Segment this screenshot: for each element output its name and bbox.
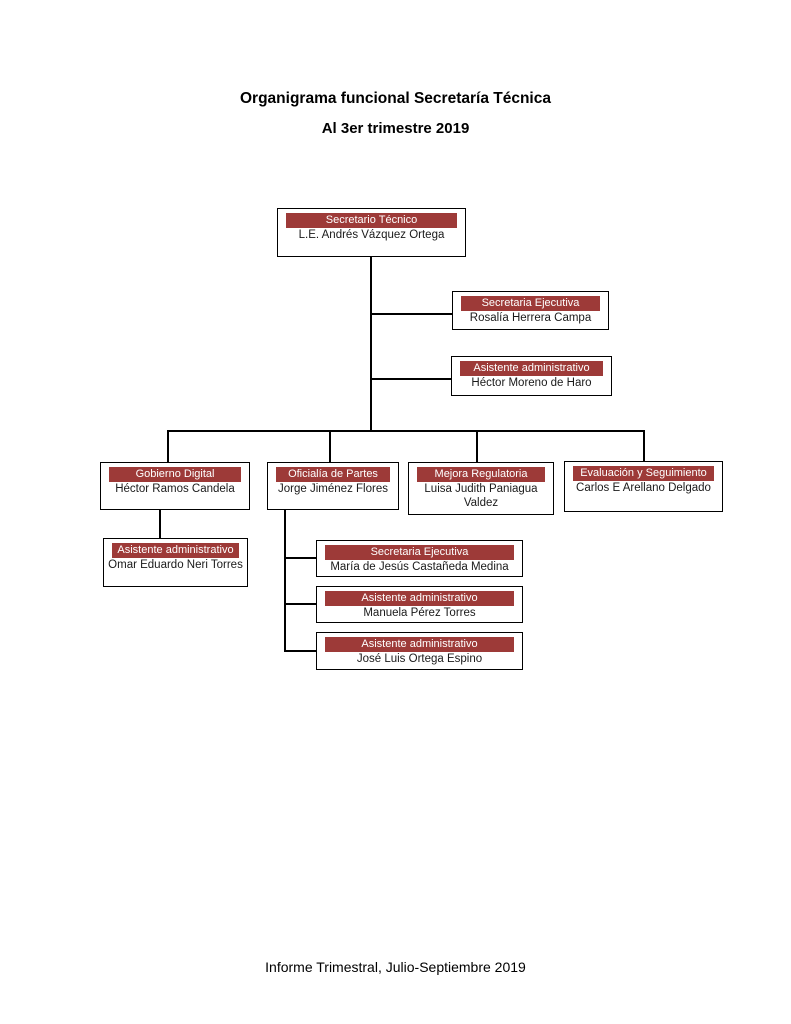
node-person-name: María de Jesús Castañeda Medina [330,561,509,573]
node-role-banner: Asistente administrativo [325,591,514,606]
page-footer: Informe Trimestral, Julio-Septiembre 201… [265,959,526,975]
node-person-name: Luisa Judith Paniagua Valdez [424,483,538,509]
node-role-banner: Asistente administrativo [460,361,603,376]
node-person-name: L.E. Andrés Vázquez Ortega [298,229,445,241]
connector-drop-evaluacion-seguimiento [643,430,645,461]
org-node-asistente-omar-neri: Asistente administrativo Omar Eduardo Ne… [103,538,248,587]
org-node-mejora-regulatoria: Mejora Regulatoria Luisa Judith Paniagua… [408,462,554,515]
connector-stub-secretaria-ejecutiva [371,313,452,315]
org-node-asistente-jose-ortega: Asistente administrativo José Luis Orteg… [316,632,523,670]
connector-drop-oficialia-de-partes [329,430,331,462]
connector-stub-asistente-administrativo [371,378,451,380]
node-role-banner: Secretario Técnico [286,213,457,228]
node-role-banner: Secretaria Ejecutiva [325,545,514,560]
connector-oficialia-trunk [284,509,286,652]
connector-drop-mejora-regulatoria [476,430,478,462]
connector-root-trunk [370,256,372,432]
node-role-banner: Secretaria Ejecutiva [461,296,600,311]
node-role-banner: Oficialía de Partes [276,467,390,482]
connector-gobierno-digital-child [159,509,161,538]
node-person-name: Rosalía Herrera Campa [469,312,592,324]
page-title: Organigrama funcional Secretaría Técnica [240,90,551,107]
node-role-banner: Asistente administrativo [112,543,239,558]
node-role-banner: Mejora Regulatoria [417,467,545,482]
node-person-name: Omar Eduardo Neri Torres [108,559,243,571]
connector-oficialia-stub-1 [284,557,316,559]
org-node-gobierno-digital: Gobierno Digital Héctor Ramos Candela [100,462,250,510]
node-person-name: Manuela Pérez Torres [363,607,476,619]
node-role-banner: Evaluación y Seguimiento [573,466,714,481]
org-node-asistente-administrativo-staff: Asistente administrativo Héctor Moreno d… [451,356,612,396]
node-role-banner: Gobierno Digital [109,467,241,482]
node-person-name: José Luis Ortega Espino [356,653,483,665]
node-role-banner: Asistente administrativo [325,637,514,652]
org-node-secretaria-maria-castaneda: Secretaria Ejecutiva María de Jesús Cast… [316,540,523,577]
page-subtitle: Al 3er trimestre 2019 [321,120,470,137]
connector-oficialia-stub-2 [284,603,316,605]
connector-drop-gobierno-digital [167,430,169,462]
org-node-asistente-manuela-perez: Asistente administrativo Manuela Pérez T… [316,586,523,623]
node-person-name: Jorge Jiménez Flores [278,483,388,495]
org-node-secretaria-ejecutiva: Secretaria Ejecutiva Rosalía Herrera Cam… [452,291,609,330]
node-person-name: Carlos E Arellano Delgado [576,482,711,494]
org-node-oficialia-de-partes: Oficialía de Partes Jorge Jiménez Flores [267,462,399,510]
org-node-secretario-tecnico: Secretario Técnico L.E. Andrés Vázquez O… [277,208,466,257]
connector-distribution-bar [167,430,645,432]
node-person-name: Héctor Ramos Candela [115,483,235,495]
org-node-evaluacion-y-seguimiento: Evaluación y Seguimiento Carlos E Arella… [564,461,723,512]
node-person-name: Héctor Moreno de Haro [471,377,592,389]
connector-oficialia-stub-3 [284,650,316,652]
